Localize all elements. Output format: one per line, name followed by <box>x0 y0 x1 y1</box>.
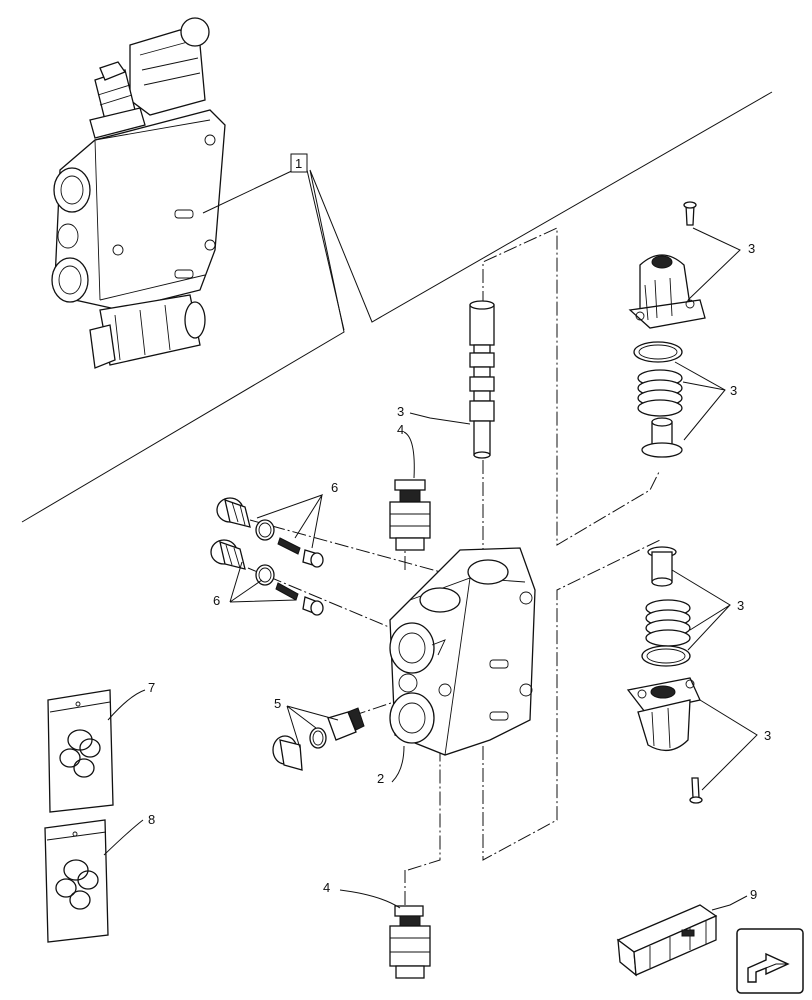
bottom-spring-illustration <box>641 546 691 667</box>
seal-kit-8-illustration <box>44 819 109 943</box>
callout-3-top-spring: 3 <box>730 383 737 398</box>
callout-9: 9 <box>750 887 757 902</box>
next-page-button[interactable] <box>736 928 804 994</box>
bottom-cap-illustration <box>626 677 703 804</box>
plug-set-top-illustration <box>216 497 324 568</box>
seal-kit-7-illustration <box>47 689 114 813</box>
callout-4-bottom: 4 <box>323 880 330 895</box>
callout-3-bottom-spring: 3 <box>737 598 744 613</box>
callout-1: 1 <box>295 156 302 171</box>
check-valve-top-illustration <box>389 479 431 551</box>
top-cap-illustration <box>628 201 706 329</box>
spool-illustration <box>469 300 495 459</box>
callout-5: 5 <box>274 696 281 711</box>
top-spring-illustration <box>633 341 683 458</box>
callout-6-bottom: 6 <box>213 593 220 608</box>
callout-2: 2 <box>377 771 384 786</box>
relief-valve-illustration <box>272 707 365 771</box>
callout-6-top: 6 <box>331 480 338 495</box>
crate-illustration <box>616 904 718 977</box>
callout-7: 7 <box>148 680 155 695</box>
check-valve-bottom-illustration <box>389 905 431 979</box>
callout-3-bottom-cap: 3 <box>764 728 771 743</box>
callout-3-top-cap: 3 <box>748 241 755 256</box>
callout-8: 8 <box>148 812 155 827</box>
next-page-arrow-icon <box>736 928 804 994</box>
valve-body-illustration <box>389 547 536 756</box>
valve-assembly-illustration <box>51 17 226 369</box>
callout-3-spool: 3 <box>397 404 404 419</box>
callout-4-top: 4 <box>397 422 404 437</box>
plug-set-bottom-illustration <box>210 539 324 616</box>
